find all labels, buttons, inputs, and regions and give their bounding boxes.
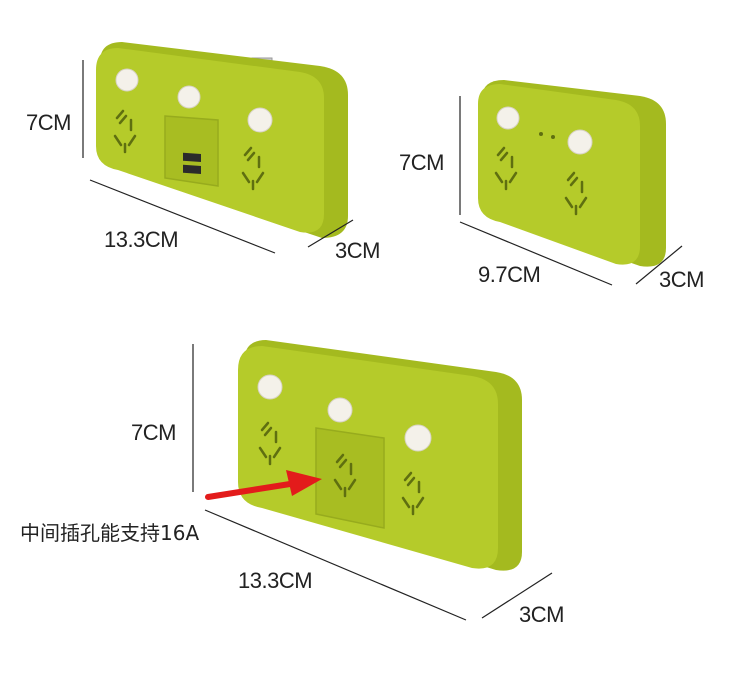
product-3-width-label: 13.3CM — [238, 568, 313, 593]
product-1 — [96, 42, 348, 238]
center-socket-note: 中间插孔能支持16A — [20, 521, 200, 545]
product-3-depth-label: 3CM — [519, 602, 564, 627]
product-1-width-label: 13.3CM — [104, 227, 179, 252]
product-2 — [478, 80, 666, 267]
product-2-width-label: 9.7CM — [478, 262, 541, 287]
product-3 — [205, 340, 522, 571]
product-1-depth-label: 3CM — [335, 238, 380, 263]
dimension-lines — [82, 60, 683, 621]
product-2-height-label: 7CM — [399, 150, 444, 175]
product-2-depth-label: 3CM — [659, 267, 704, 292]
product-3-height-label: 7CM — [131, 420, 176, 445]
product-1-height-label: 7CM — [26, 110, 71, 135]
